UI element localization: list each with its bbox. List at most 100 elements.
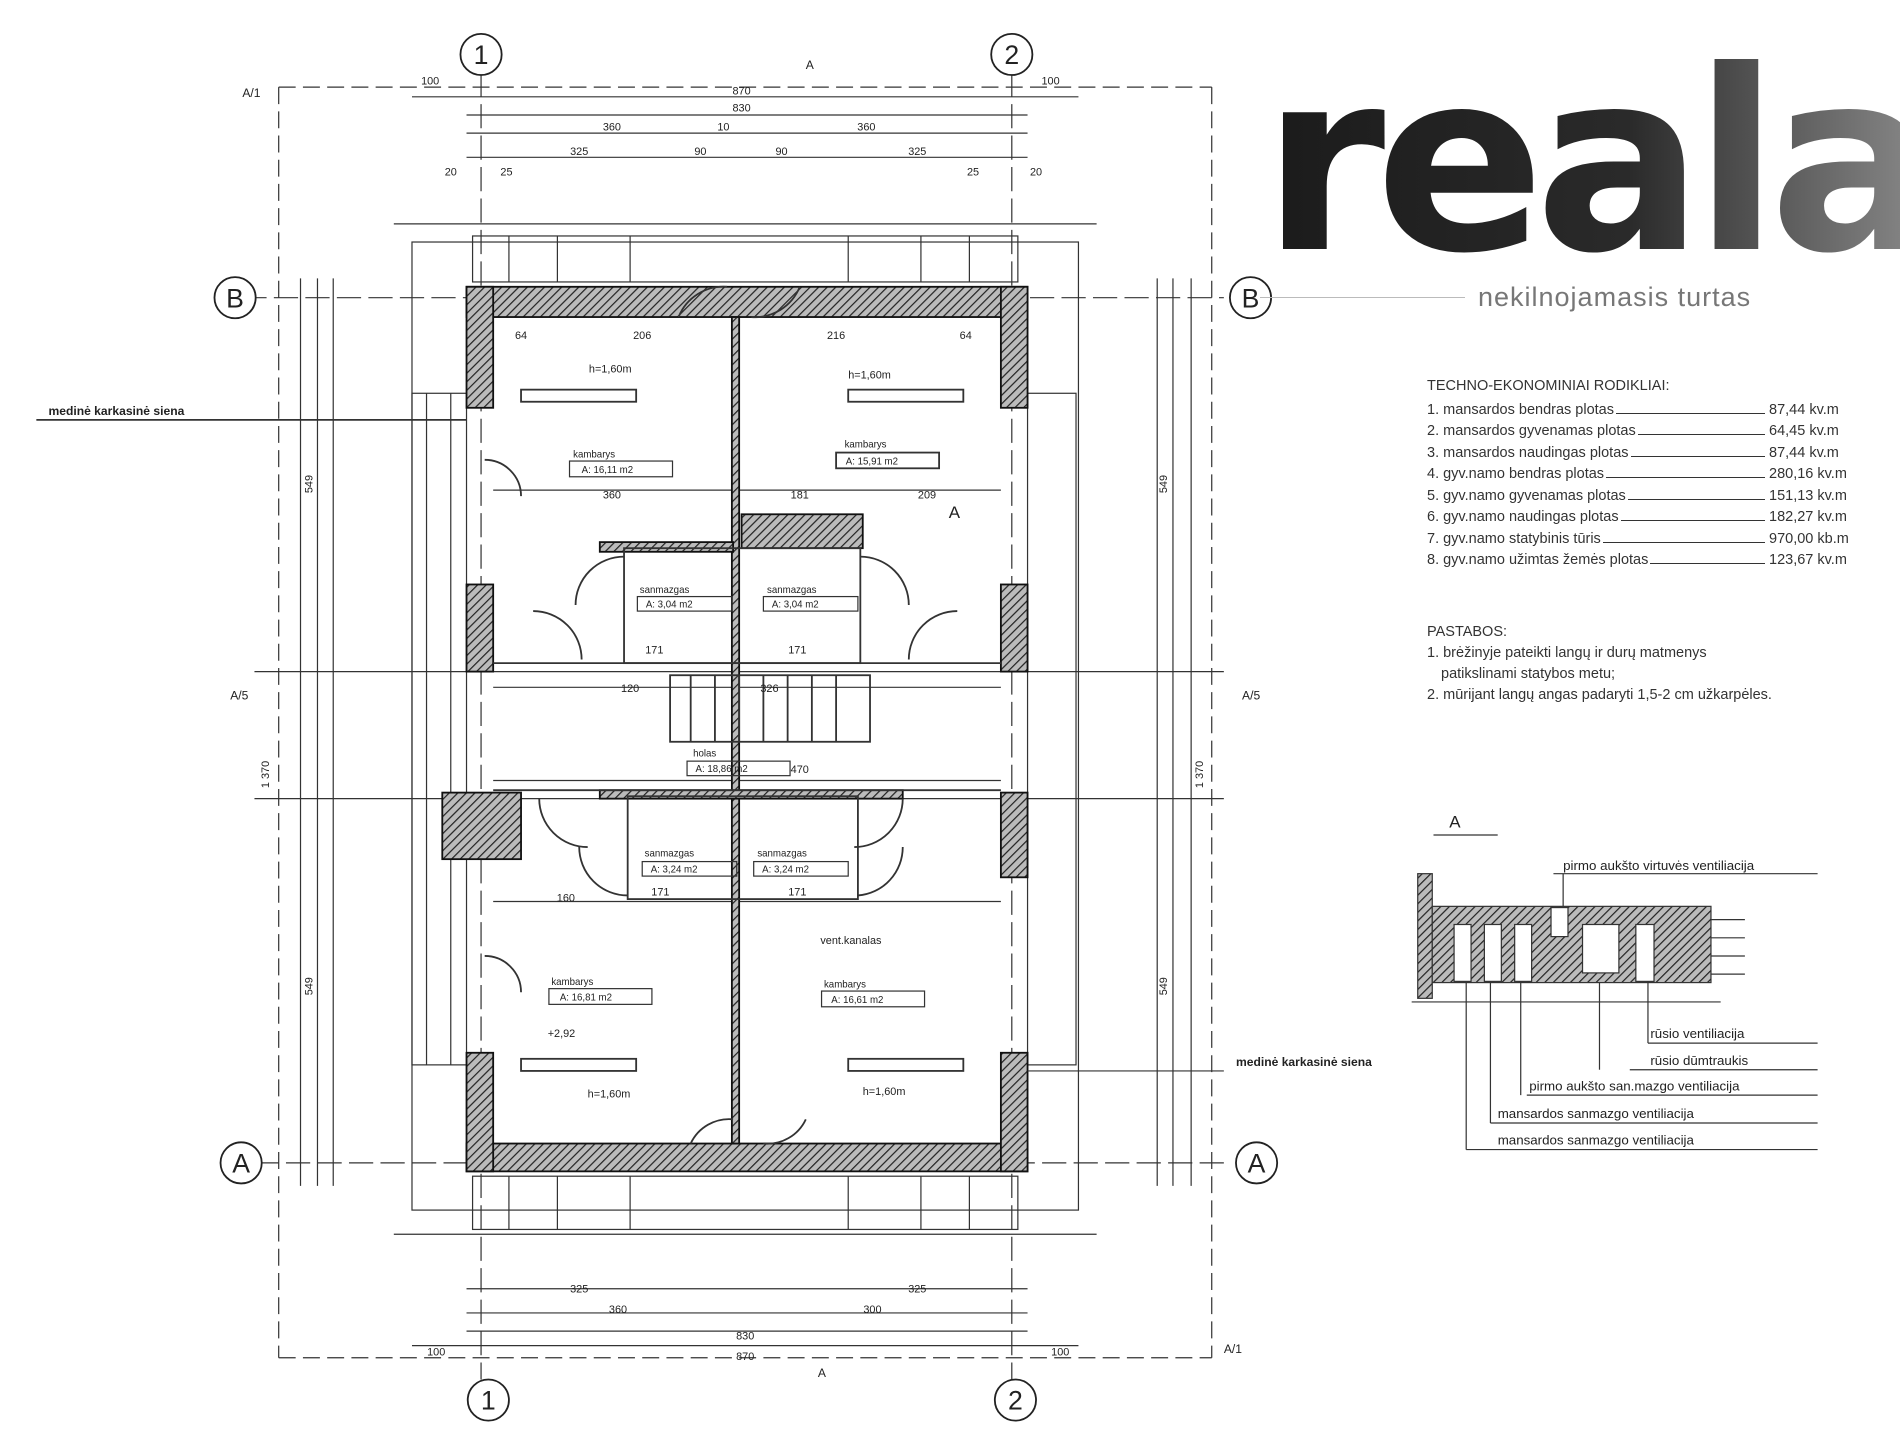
- svg-text:2: 2: [1004, 40, 1019, 70]
- svg-text:206: 206: [633, 330, 651, 342]
- svg-text:100: 100: [1051, 1346, 1069, 1358]
- svg-text:549: 549: [1158, 475, 1170, 493]
- svg-text:90: 90: [694, 146, 706, 158]
- svg-text:A: 3,24 m2: A: 3,24 m2: [651, 864, 698, 875]
- svg-text:A/5: A/5: [1242, 688, 1260, 702]
- svg-text:pirmo aukšto san.mazgo ventili: pirmo aukšto san.mazgo ventiliacija: [1529, 1078, 1740, 1093]
- svg-text:171: 171: [651, 886, 669, 898]
- axis-2-top: 2: [990, 32, 1034, 76]
- svg-text:830: 830: [736, 1331, 754, 1343]
- axis-1-bottom: 1: [466, 1378, 510, 1422]
- svg-text:h=1,60m: h=1,60m: [588, 1089, 631, 1101]
- axis-a-left: A: [219, 1141, 263, 1185]
- notes-title: PASTABOS:: [1427, 624, 1508, 640]
- svg-text:mansardos sanmazgo ventiliacij: mansardos sanmazgo ventiliacija: [1498, 1106, 1695, 1121]
- tech-title: TECHNO-EKONOMINIAI RODIKLIAI:: [1427, 378, 1670, 394]
- svg-text:360: 360: [857, 122, 875, 134]
- room-9: kambarys A: 16,61 m2: [820, 979, 926, 1008]
- tech-indicators: TECHNO-EKONOMINIAI RODIKLIAI: 1. mansard…: [1427, 378, 1867, 568]
- room-6: sanmazgas A: 3,24 m2: [641, 849, 738, 877]
- svg-text:870: 870: [732, 85, 750, 97]
- svg-text:360: 360: [603, 490, 621, 502]
- svg-text:kambarys: kambarys: [573, 449, 615, 460]
- svg-text:1 370: 1 370: [1194, 761, 1206, 788]
- svg-text:64: 64: [960, 330, 972, 342]
- axis-markers: 1 2 1 2 B B A A: [213, 32, 1279, 1422]
- svg-text:sanmazgas: sanmazgas: [645, 849, 695, 860]
- section-marks: A A A/5 A/5 A/1 A/1 A: [230, 58, 1260, 1380]
- svg-text:325: 325: [570, 1283, 588, 1295]
- svg-text:325: 325: [908, 146, 926, 158]
- svg-text:A: A: [232, 1149, 250, 1179]
- svg-text:470: 470: [791, 764, 809, 776]
- detail-a-drawing: [1411, 834, 1818, 1151]
- svg-text:kambarys: kambarys: [824, 979, 866, 990]
- svg-text:300: 300: [863, 1304, 881, 1316]
- svg-text:100: 100: [1041, 76, 1059, 88]
- svg-text:pirmo aukšto virtuvės ventilia: pirmo aukšto virtuvės ventiliacija: [1563, 858, 1755, 873]
- axis-2-bottom: 2: [993, 1378, 1037, 1422]
- svg-text:1 370: 1 370: [260, 761, 272, 788]
- logo-divider: [1260, 297, 1465, 298]
- svg-text:A: A: [949, 503, 961, 522]
- detail-a-labels: A pirmo aukšto virtuvės ventiliacija rūs…: [1449, 813, 1755, 1148]
- svg-text:A: 3,04 m2: A: 3,04 m2: [772, 599, 819, 610]
- svg-text:20: 20: [445, 166, 457, 178]
- svg-text:A: 16,61 m2: A: 16,61 m2: [831, 995, 883, 1006]
- svg-text:64: 64: [515, 330, 527, 342]
- walls: [441, 285, 1029, 1173]
- svg-text:A: 16,11 m2: A: 16,11 m2: [582, 465, 633, 476]
- notes: PASTABOS: 1. brėžinyje pateikti langų ir…: [1427, 622, 1772, 706]
- svg-text:A: 18,86 m2: A: 18,86 m2: [696, 764, 748, 775]
- partitions: [484, 285, 1001, 1145]
- svg-text:549: 549: [1158, 977, 1170, 995]
- svg-text:A: 16,81 m2: A: 16,81 m2: [560, 993, 612, 1004]
- svg-text:2: 2: [1008, 1386, 1023, 1416]
- note-item: 2. mūrijant langų angas padaryti 1,5-2 c…: [1427, 687, 1772, 703]
- svg-text:sanmazgas: sanmazgas: [640, 585, 690, 596]
- svg-text:A: 15,91 m2: A: 15,91 m2: [846, 457, 898, 468]
- svg-text:216: 216: [827, 330, 845, 342]
- svg-text:A/5: A/5: [230, 688, 248, 702]
- svg-text:A: 3,04 m2: A: 3,04 m2: [646, 599, 693, 610]
- svg-text:sanmazgas: sanmazgas: [757, 849, 807, 860]
- svg-text:A/1: A/1: [1224, 1342, 1242, 1356]
- svg-text:360: 360: [609, 1304, 627, 1316]
- svg-text:326: 326: [760, 683, 778, 695]
- svg-text:25: 25: [967, 166, 979, 178]
- svg-text:325: 325: [570, 146, 588, 158]
- svg-text:+2,92: +2,92: [548, 1028, 576, 1040]
- plan-labels: medinė karkasinė siena medinė karkasinė …: [48, 364, 1372, 1101]
- svg-text:A: A: [1248, 1149, 1266, 1179]
- room-3: sanmazgas A: 3,04 m2: [636, 585, 733, 612]
- note-item: patikslinami statybos metu;: [1441, 666, 1616, 682]
- brand-tagline: nekilnojamasis turtas: [1478, 282, 1752, 312]
- svg-text:100: 100: [421, 76, 439, 88]
- detail-a-title: A: [1449, 813, 1461, 832]
- wall-label-left: medinė karkasinė siena: [48, 404, 184, 418]
- svg-text:325: 325: [908, 1283, 926, 1295]
- svg-text:mansardos sanmazgo ventiliacij: mansardos sanmazgo ventiliacija: [1498, 1133, 1695, 1148]
- svg-text:sanmazgas: sanmazgas: [767, 585, 817, 596]
- svg-text:1: 1: [481, 1386, 496, 1416]
- svg-text:171: 171: [788, 644, 806, 656]
- brand-logo: reala: [1262, 38, 1900, 288]
- svg-text:209: 209: [918, 490, 936, 502]
- svg-text:A: A: [818, 1366, 827, 1380]
- svg-text:830: 830: [732, 102, 750, 114]
- svg-text:vent.kanalas: vent.kanalas: [820, 935, 882, 947]
- svg-text:h=1,60m: h=1,60m: [863, 1086, 906, 1098]
- svg-text:kambarys: kambarys: [551, 977, 593, 988]
- svg-text:870: 870: [736, 1351, 754, 1363]
- svg-text:10: 10: [717, 122, 729, 134]
